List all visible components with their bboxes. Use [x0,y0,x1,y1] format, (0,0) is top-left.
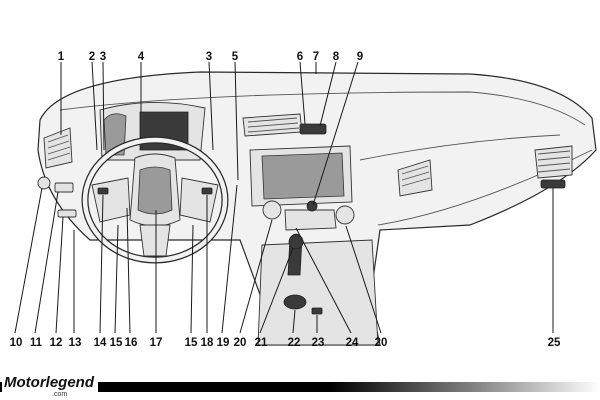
callout-7: 7 [313,51,319,63]
callout-5: 5 [232,51,239,63]
leader-3a [102,61,105,151]
callout-22: 22 [288,337,301,349]
callout-23: 23 [312,337,325,349]
leader-3b [208,61,214,151]
callout-17: 17 [150,337,163,349]
callout-21: 21 [255,337,268,349]
right-air-vent [534,145,573,189]
callout-20: 20 [234,337,247,349]
leader-24 [295,227,352,334]
leader-9 [312,61,359,206]
callout-20-right: 20 [375,337,388,349]
leader-15b [190,224,194,334]
leader-20a [239,219,273,334]
callout-2: 2 [89,51,95,63]
steering-wheel [81,136,229,264]
callout-18: 18 [201,337,214,349]
center-console [257,233,379,346]
watermark-banner: Motorlegend .com [0,374,600,400]
climate-controls [262,200,355,231]
center-display [249,145,353,207]
watermark-domain: .com [52,391,68,398]
callout-3: 3 [100,51,106,63]
leader-15a [114,224,119,334]
leader-5 [234,61,239,181]
leader-lines [14,61,554,334]
leader-19 [221,184,238,334]
leader-14 [99,194,104,334]
leader-11 [34,191,59,334]
headlamp-control-knob [37,176,51,190]
leader-21 [259,247,294,334]
watermark-bar [0,382,600,392]
leader-22 [292,309,296,334]
leader-16 [126,207,131,334]
callout-1: 1 [58,51,65,63]
leader-12 [55,216,64,334]
watermark-logo: Motorlegend [2,374,98,392]
leader-2 [91,61,98,151]
callout-10: 10 [10,337,23,349]
left-lower-switch-panel [54,182,74,193]
callout-14: 14 [94,337,107,349]
callout-15: 15 [110,337,123,349]
leader-20b [345,225,382,334]
leader-6 [299,61,306,125]
callout-13: 13 [69,337,82,349]
callout-25: 25 [548,337,561,349]
callout-24: 24 [346,337,359,349]
callout-11: 11 [30,337,43,349]
leader-10 [14,187,43,334]
center-air-vent [242,113,327,137]
leader-8 [319,61,337,127]
callout-9: 9 [357,51,363,63]
callout-16: 16 [125,337,138,349]
passenger-air-vent [397,159,433,197]
callout-3-right: 3 [206,51,212,63]
callout-4: 4 [138,51,145,63]
callouts-top: 1 2 3 4 3 5 6 7 8 9 [58,51,363,63]
callout-15-right: 15 [185,337,198,349]
hood-release [57,209,77,218]
callouts-bottom: 10 11 12 13 14 15 16 17 15 18 19 20 21 2… [10,337,561,349]
callout-6: 6 [297,51,303,63]
callout-19: 19 [217,337,230,349]
callout-8: 8 [333,51,340,63]
callout-12: 12 [50,337,63,349]
